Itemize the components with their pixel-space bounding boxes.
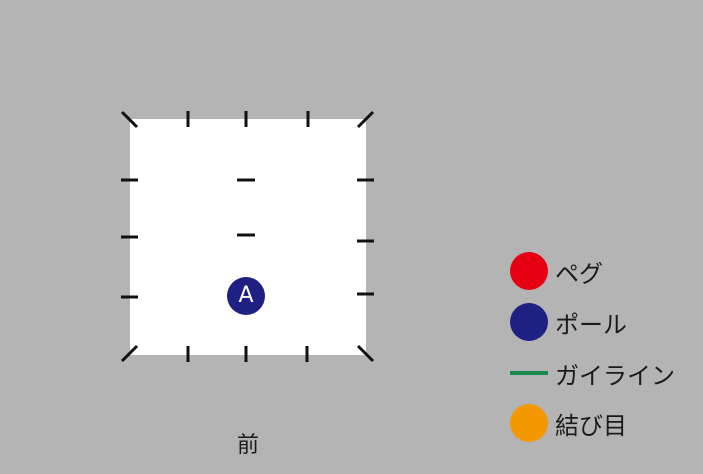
guyline-legend-icon bbox=[509, 353, 549, 393]
legend-label: ペグ bbox=[555, 259, 603, 288]
corner-mark-top-right bbox=[356, 110, 375, 129]
pole-marker bbox=[227, 277, 265, 315]
legend-item-peg: ペグ bbox=[509, 251, 603, 291]
corner-mark-bottom-left bbox=[120, 344, 139, 363]
corner-mark-bottom-right bbox=[356, 344, 375, 363]
pole-legend-icon bbox=[509, 302, 549, 342]
legend-label: ガイライン bbox=[555, 361, 675, 390]
corner-mark-top-left bbox=[120, 110, 139, 129]
legend-item-knot: 結び目 bbox=[509, 403, 627, 443]
legend-item-guyline: ガイライン bbox=[509, 353, 675, 393]
tent-floor bbox=[130, 119, 366, 355]
front-label: 前 bbox=[236, 433, 259, 458]
pole-label: A bbox=[238, 283, 254, 308]
knot-legend-icon bbox=[509, 403, 549, 443]
legend-label: 結び目 bbox=[555, 411, 627, 440]
peg-legend-icon bbox=[509, 251, 549, 291]
legend-label: ポール bbox=[555, 310, 627, 339]
legend-item-pole: ポール bbox=[509, 302, 627, 342]
